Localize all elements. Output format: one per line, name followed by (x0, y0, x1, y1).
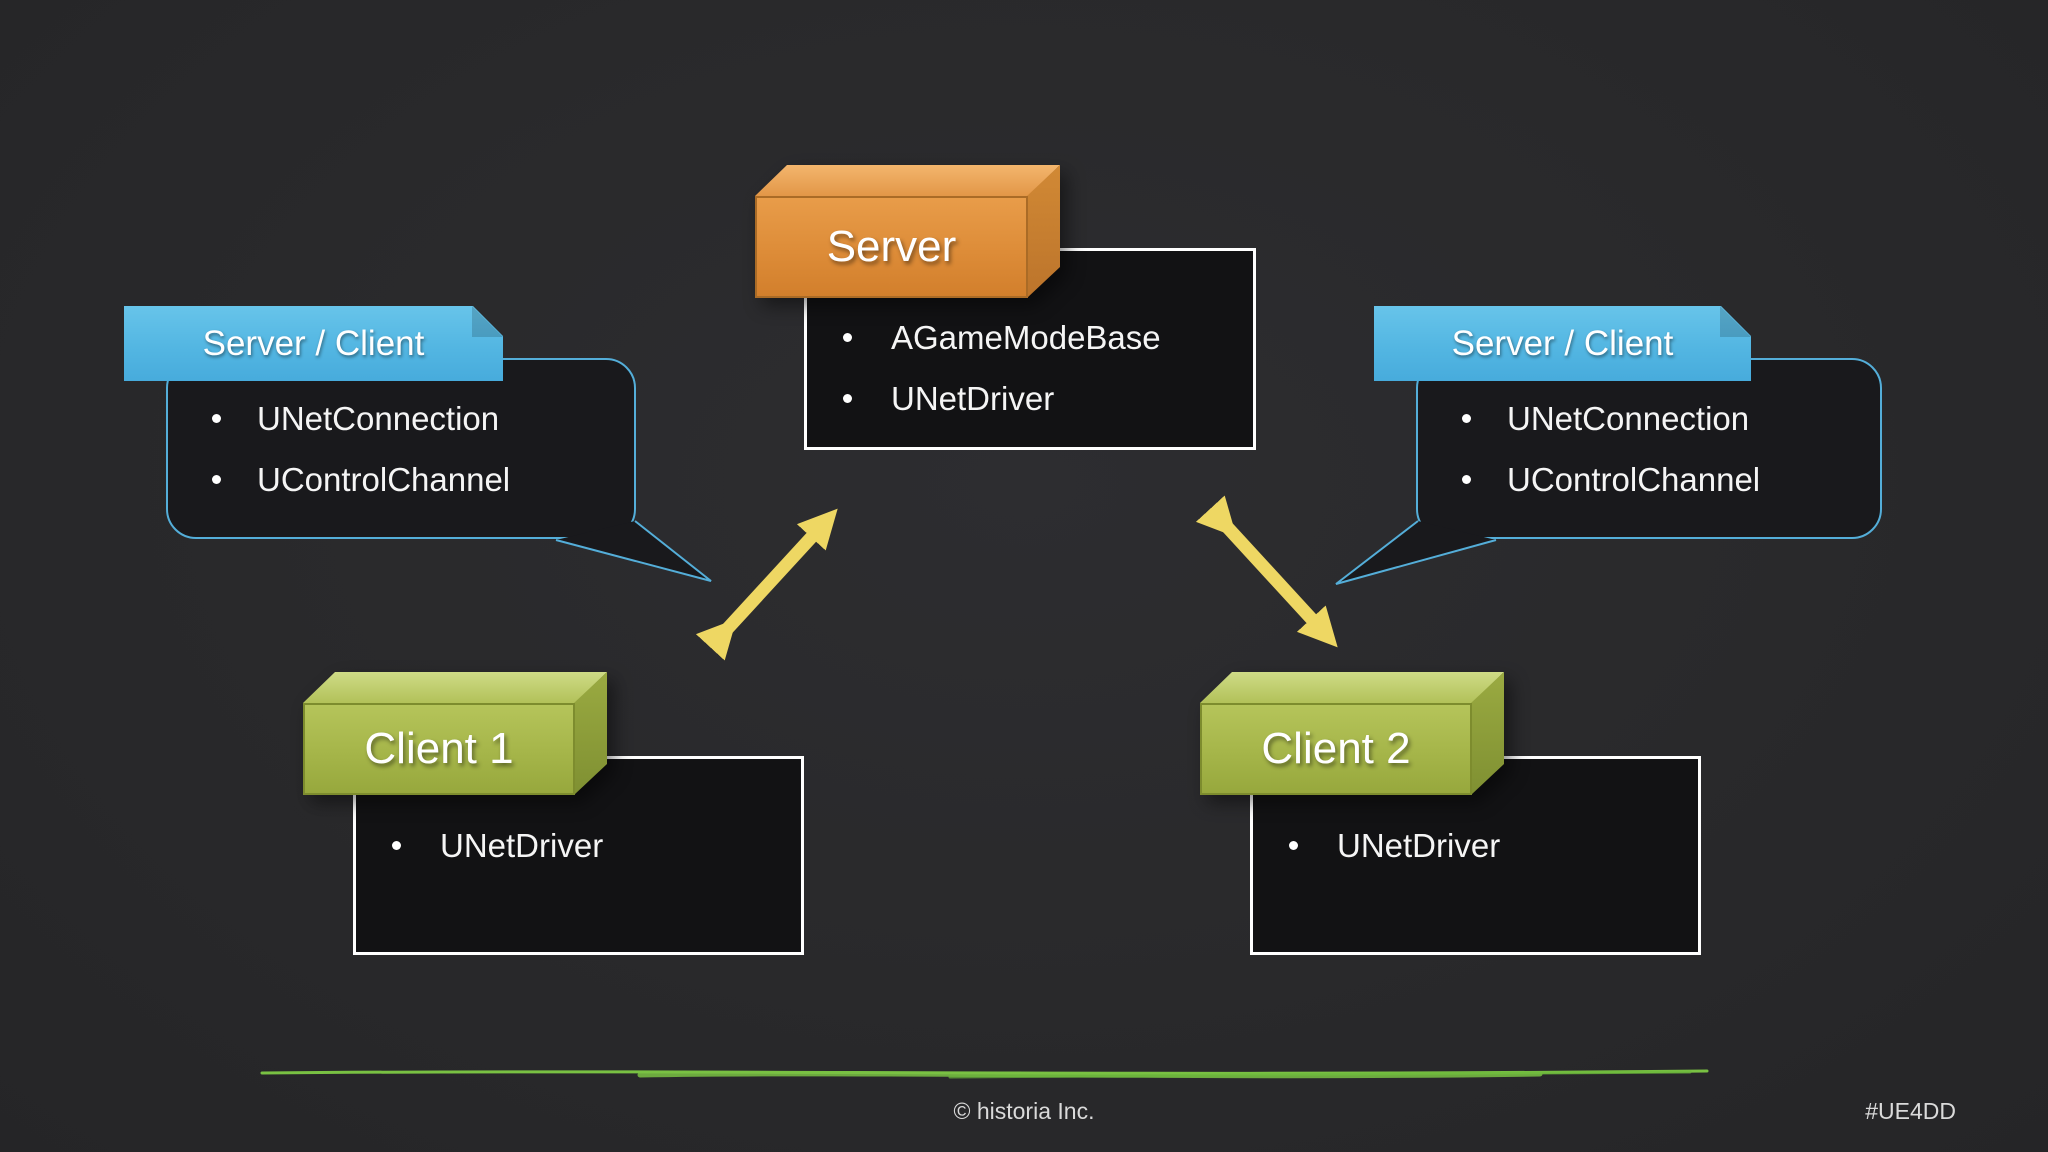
bullet-marker (212, 414, 221, 423)
folded-corner (1720, 306, 1751, 337)
client1-box-title: Client 1 (303, 703, 575, 795)
bullet-marker (843, 333, 852, 342)
client2-box-title: Client 2 (1200, 703, 1472, 795)
box-top-face (1200, 672, 1504, 703)
bullet-marker (1289, 841, 1298, 850)
right-callout-title: Server / Client (1451, 323, 1674, 363)
left-callout-bubble: UNetConnection UControlChannel (166, 358, 636, 539)
server-item-list: AGameModeBase UNetDriver (807, 251, 1253, 429)
bullet-marker (392, 841, 401, 850)
right-callout-item-label: UNetConnection (1507, 399, 1750, 437)
left-callout-item-label: UControlChannel (257, 460, 511, 498)
server-item-label: UNetDriver (891, 379, 1055, 417)
bullet-marker (1462, 414, 1471, 423)
client2-item-list: UNetDriver (1253, 759, 1698, 876)
list-item: UNetConnection (168, 388, 634, 449)
list-item: UNetDriver (356, 815, 801, 876)
hashtag-text: #UE4DD (1865, 1098, 1956, 1124)
list-item: UControlChannel (1418, 449, 1880, 510)
client2-item-label: UNetDriver (1337, 826, 1501, 864)
box-top-face (755, 165, 1060, 196)
client2-3d-box: Client 2 (1200, 672, 1504, 795)
left-callout-item-label: UNetConnection (257, 399, 500, 437)
left-callout-list: UNetConnection UControlChannel (168, 360, 634, 510)
client1-item-list: UNetDriver (356, 759, 801, 876)
server-box-title: Server (755, 196, 1028, 298)
right-callout-item-label: UControlChannel (1507, 460, 1761, 498)
client1-item-label: UNetDriver (440, 826, 604, 864)
server-client1-arrow (695, 508, 838, 661)
client1-3d-box: Client 1 (303, 672, 607, 795)
list-item: UNetDriver (807, 368, 1253, 429)
right-callout-bubble: UNetConnection UControlChannel (1416, 358, 1882, 539)
server-client2-arrow (1195, 495, 1338, 648)
right-callout-list: UNetConnection UControlChannel (1418, 360, 1880, 510)
list-item: UNetDriver (1253, 815, 1698, 876)
server-item-label: AGameModeBase (891, 318, 1161, 356)
list-item: AGameModeBase (807, 307, 1253, 368)
copyright-text: © historia Inc. (953, 1098, 1095, 1124)
bullet-marker (212, 475, 221, 484)
bullet-marker (1462, 475, 1471, 484)
left-callout-tab: Server / Client (124, 306, 503, 381)
right-callout-tab: Server / Client (1374, 306, 1751, 381)
box-top-face (303, 672, 607, 703)
list-item: UControlChannel (168, 449, 634, 510)
server-3d-box: Server (755, 165, 1060, 298)
bullet-marker (843, 394, 852, 403)
folded-corner (472, 306, 503, 337)
list-item: UNetConnection (1418, 388, 1880, 449)
green-underline (260, 1069, 1709, 1079)
left-callout-title: Server / Client (202, 323, 425, 363)
